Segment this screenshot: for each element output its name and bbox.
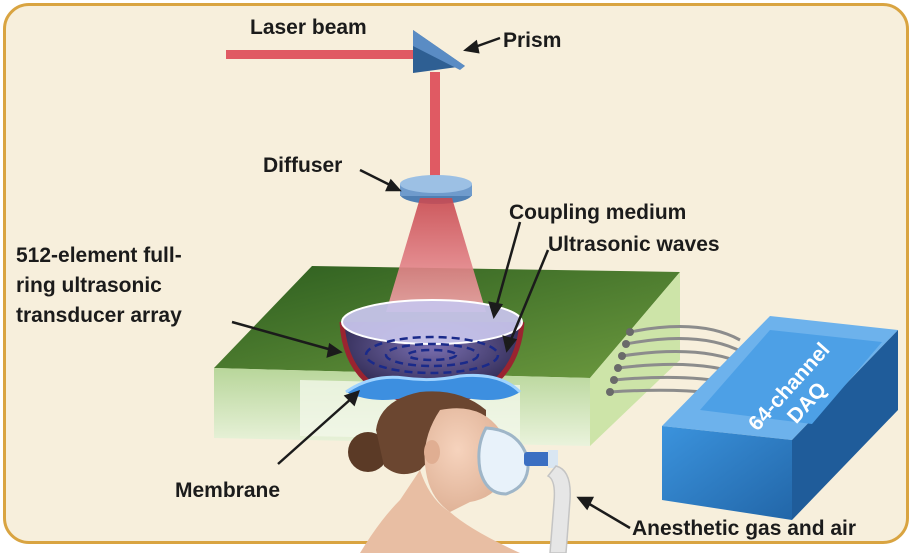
platform-side (590, 272, 680, 446)
label-coupling-medium: Coupling medium (509, 201, 687, 224)
label-laser-beam: Laser beam (250, 16, 367, 39)
daq-box-side (792, 330, 898, 520)
label-prism: Prism (503, 29, 562, 52)
label-anesthetic-gas: Anesthetic gas and air (632, 517, 857, 540)
daq-box-front (662, 426, 792, 520)
label-transducer-line-2: ring ultrasonic (16, 274, 162, 297)
diffused-beam (386, 198, 486, 312)
gas-tube (546, 465, 571, 553)
laser-beam-vertical (430, 72, 440, 182)
ultrasonic-waves (364, 335, 500, 375)
label-transducer-line-3: transducer array (16, 304, 182, 327)
coupling-medium-surface (342, 300, 522, 344)
label-transducer-line-1: 512-element full- (16, 244, 182, 267)
label-diffuser: Diffuser (263, 154, 343, 177)
label-membrane: Membrane (175, 479, 281, 502)
label-ultrasonic-waves: Ultrasonic waves (548, 233, 720, 256)
membrane-shape (346, 375, 520, 401)
label-transducer-array: 512-element full- ring ultrasonic transd… (16, 241, 182, 331)
patient-figure (348, 391, 558, 553)
pointer-arrows (231, 36, 631, 530)
anesthesia-mask (477, 426, 530, 496)
laser-beam-horizontal (226, 50, 422, 59)
